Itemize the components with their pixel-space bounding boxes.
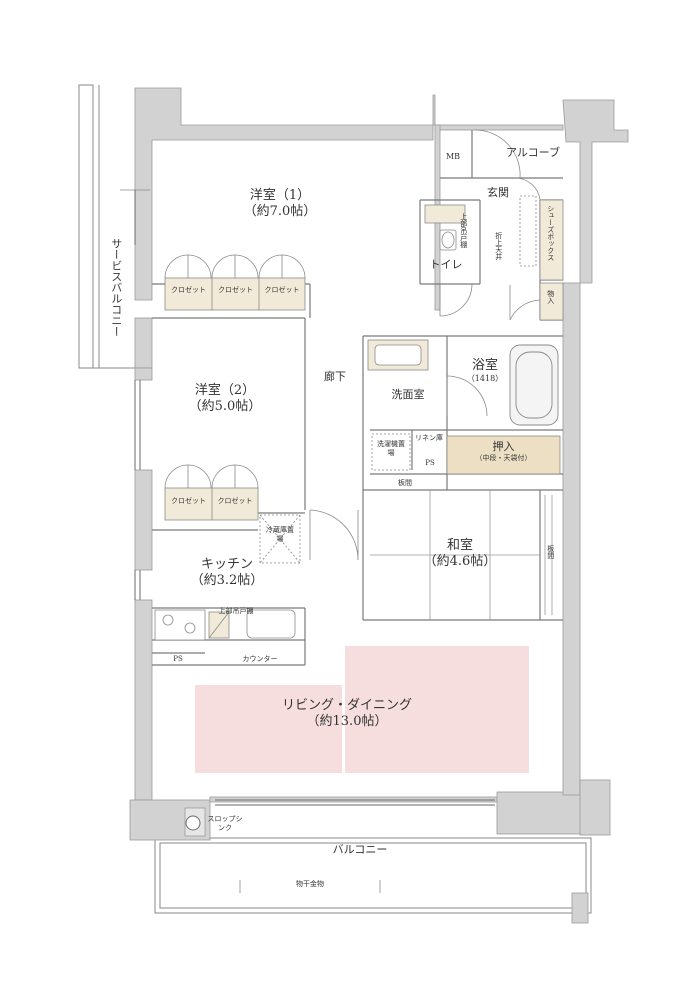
room-bath-label: 浴室 （1418） [460,358,510,384]
drying-rack-marks [239,880,381,893]
room-size: （1418） [466,374,504,384]
room-size: （約4.6帖） [423,554,497,570]
kitchen-cabinet-label: 上部吊戸棚 [218,607,254,615]
room-service-balcony-label: サービスバルコニー [109,238,123,337]
ps-label-kitchen: PS [173,655,183,663]
room-size: （約3.2帖） [190,573,264,589]
room-washroom-label: 洗面室 [391,388,425,401]
kitchen-appliances [154,609,296,641]
room-size: （約7.0帖） [243,204,317,220]
appliance-spaces [259,195,537,564]
closet-units [164,277,306,521]
room-balcony-label: バルコニー [332,843,388,856]
slop-sink-label: スロップシンク [207,815,243,832]
service-balcony-railing [78,84,135,369]
folded-ceiling-label: 折上天井 [494,232,503,260]
closet-door-arcs [164,254,306,489]
living-area-fill [195,646,529,773]
room-size: （約13.0帖） [306,714,388,730]
windows [134,190,495,806]
room-japanese-label: 和室 （約4.6帖） [420,538,500,571]
closet-label: クロゼット [171,497,206,505]
itama-label-side: 板間 [546,545,555,559]
closet-label: クロゼット [264,286,300,294]
room-entrance-label: 玄関 [487,186,509,199]
drying-rack-label: 物干金物 [296,880,324,888]
room-name: 洋室（1） [249,188,311,203]
closet-label: クロゼット [218,286,253,294]
balcony-railing [154,837,592,914]
tatami-lines [370,490,553,620]
room-size: （約5.0帖） [188,399,262,415]
room-name: 和室 [446,538,473,553]
room-toilet-label: トイレ [429,258,463,271]
room-name: 洋室（2） [194,383,256,398]
oshiire-note: （中段・天袋付） [475,453,532,462]
room-name: リビング・ダイニング [281,698,412,713]
ps-label-wash: PS [425,459,435,467]
entry-storage [424,199,564,321]
itama-label-top: 板間 [398,479,412,487]
storage-label: 物入 [546,290,555,304]
room-hallway-label: 廊下 [324,370,346,383]
toilet-cabinet-label: 上部吊戸棚 [459,213,468,248]
room-western2-label: 洋室（2） （約5.0帖） [180,383,270,416]
room-kitchen-label: キッチン （約3.2帖） [182,557,272,590]
oshiire-label: 押入 （中段・天袋付） [447,440,560,463]
closet-label: クロゼット [217,497,253,505]
wash-basin [367,339,429,371]
counter-label: カウンター [242,655,278,663]
room-alcove-label: アルコーブ [505,146,560,159]
door-swings [120,129,541,561]
room-living-label: リビング・ダイニング （約13.0帖） [272,698,422,731]
slop-sink [185,815,201,831]
oshiire-fill [446,435,561,475]
oshiire-name: 押入 [492,440,515,453]
bathtub [509,344,559,426]
room-name: 浴室 [471,358,498,373]
mb-label: MB [445,152,461,161]
shoebox-label: シューズボックス [546,205,555,261]
closet-label: クロゼット [171,286,206,294]
room-name: キッチン [200,557,253,572]
toilet-fixture [439,229,457,251]
linen-label: リネン庫 [415,434,443,442]
room-western1-label: 洋室（1） （約7.0帖） [235,188,325,221]
washer-label: 洗濯機置場 [377,440,405,457]
fridge-label: 冷蔵庫置場 [266,526,294,543]
